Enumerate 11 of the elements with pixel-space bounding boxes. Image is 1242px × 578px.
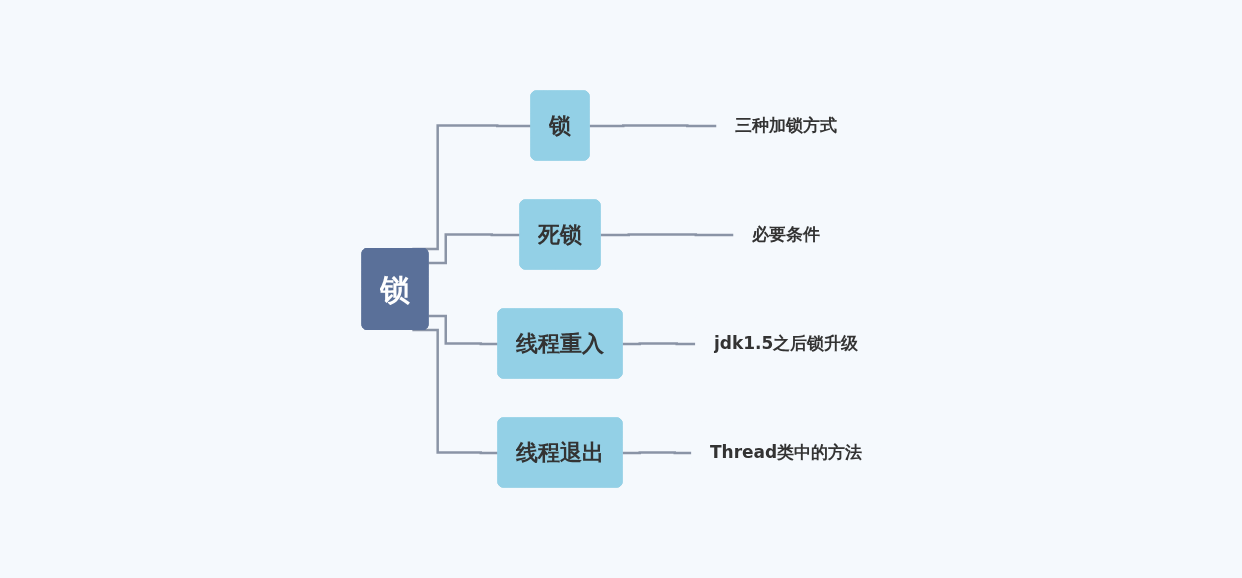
connector bbox=[622, 342, 697, 346]
connector bbox=[428, 233, 521, 265]
connector bbox=[600, 233, 735, 237]
node-text: Thread类中的方法 bbox=[709, 441, 863, 462]
node-text: jdk1.5之后锁升级 bbox=[713, 332, 859, 353]
connector bbox=[589, 124, 718, 128]
connector bbox=[622, 451, 693, 455]
node-text: 必要条件 bbox=[751, 223, 820, 244]
node-text: 三种加锁方式 bbox=[734, 114, 837, 135]
connector bbox=[412, 328, 499, 455]
connector bbox=[428, 314, 499, 346]
